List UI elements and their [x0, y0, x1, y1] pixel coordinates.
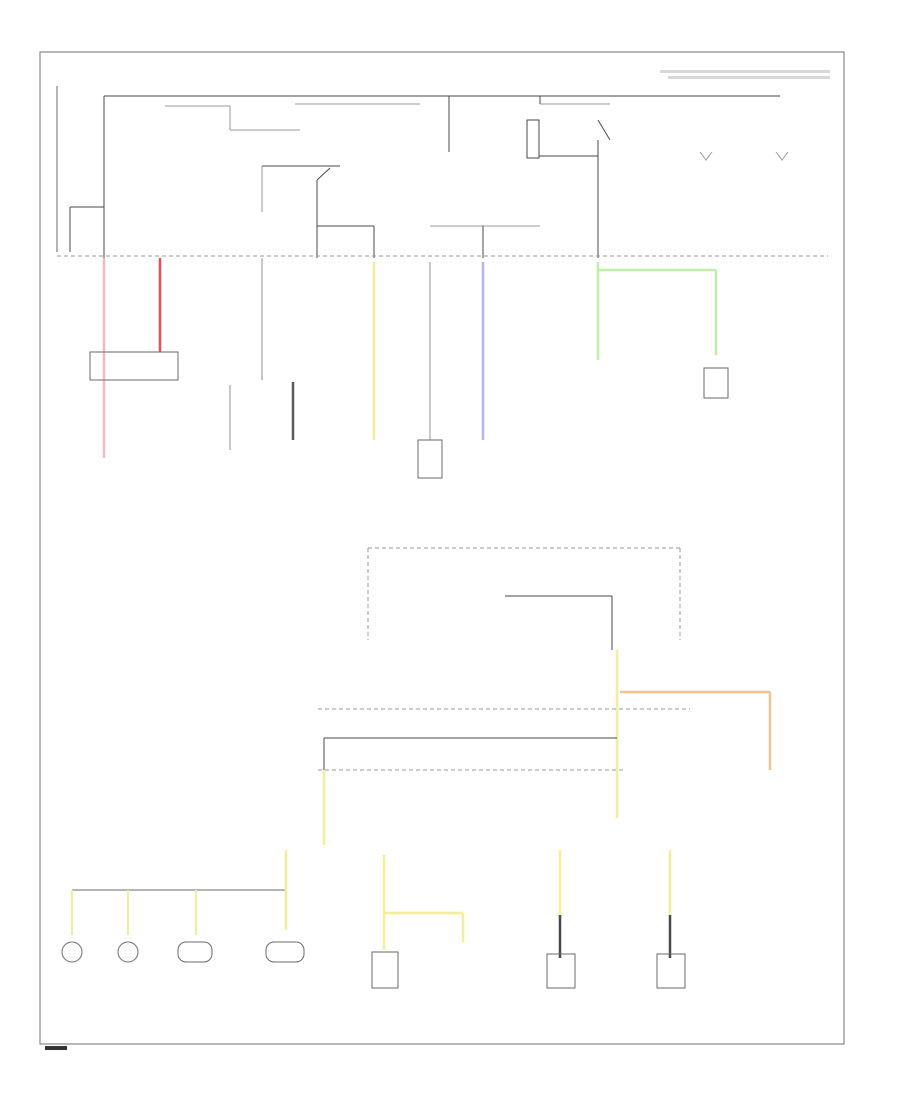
lamp-connector-bottom-center — [371, 951, 399, 989]
header-note — [660, 70, 830, 79]
splice-bus — [323, 737, 617, 770]
wire-orange — [620, 690, 772, 770]
lamp-connector-right — [703, 367, 729, 399]
bottom-lamps — [61, 941, 305, 963]
lamp-connectors-bottom-right — [546, 953, 686, 989]
dashed-module-box — [367, 547, 681, 640]
page-id-mark — [45, 1046, 67, 1050]
wire-red — [102, 258, 162, 458]
wire-green — [596, 262, 718, 360]
module-wiring — [505, 595, 613, 650]
wire-yellow-bottom-center — [382, 855, 465, 950]
wire-yellow-bottom-right — [558, 850, 672, 958]
diagram-frame — [39, 51, 845, 1045]
junction-box-left — [89, 351, 179, 381]
wire-gray-right — [417, 262, 443, 479]
fuse-relay-box-section — [56, 86, 789, 258]
bottom-lamp-bus — [71, 850, 288, 935]
wire-gray-mid — [229, 258, 263, 450]
